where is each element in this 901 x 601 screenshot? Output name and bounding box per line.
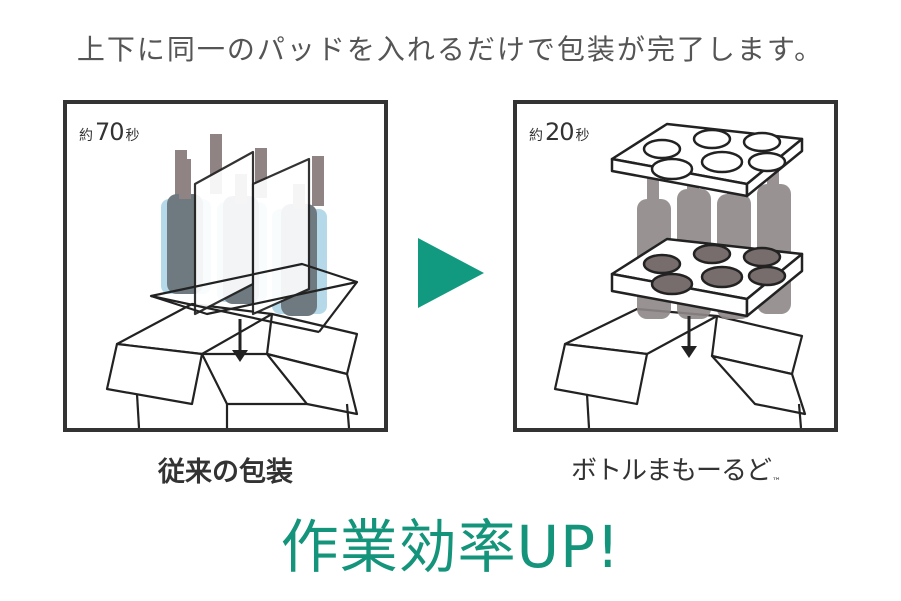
right-time-prefix: 約 [529, 128, 543, 144]
efficiency-banner: 作業効率UP! [0, 500, 901, 584]
new-packaging-illustration [517, 104, 834, 428]
left-time-prefix: 約 [79, 128, 93, 144]
product-name: ボトルまもーるど [571, 456, 771, 486]
conventional-packaging-illustration [67, 104, 384, 428]
right-time-suffix: 秒 [576, 128, 590, 144]
right-time-value: 20 [545, 118, 574, 146]
headline: 上下に同一のパッドを入れるだけで包装が完了します。 [0, 28, 901, 68]
left-time-value: 70 [95, 118, 124, 146]
product-logo-caption: ボトルまもーるど™ [513, 450, 838, 487]
trademark-symbol: ™ [772, 477, 780, 487]
play-arrow-icon [418, 238, 484, 308]
left-time-suffix: 秒 [126, 128, 140, 144]
conventional-caption: 従来の包装 [63, 450, 388, 489]
cardboard-box-icon [555, 309, 805, 428]
